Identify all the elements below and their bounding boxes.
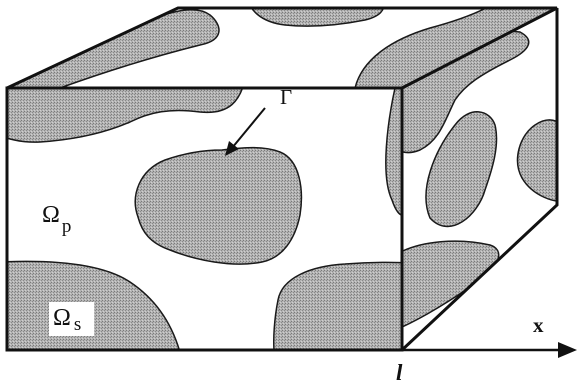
axis-label-x: x xyxy=(533,313,544,337)
length-label: l xyxy=(396,360,403,385)
solid-symbol: Ω xyxy=(53,305,71,331)
grain-center xyxy=(134,146,303,265)
x-axis-arrowhead xyxy=(558,342,577,358)
front-face-grains xyxy=(7,88,402,350)
grain-top-left xyxy=(8,8,220,88)
pore-symbol: Ω xyxy=(42,202,60,228)
solid-subscript: s xyxy=(74,314,81,335)
grain-front-top-left xyxy=(7,88,246,143)
top-face-edge xyxy=(6,6,558,90)
grain-bottom-right xyxy=(273,261,402,350)
interface-pointer-head xyxy=(225,141,239,156)
pore-subscript: p xyxy=(62,216,72,237)
interface-pointer-line xyxy=(231,107,266,149)
grain-top-mid xyxy=(243,8,385,27)
grain-side-mid xyxy=(425,111,498,228)
grain-side-right xyxy=(516,119,557,202)
solid-label-box xyxy=(49,302,94,336)
interface-label: Γ xyxy=(280,85,292,109)
grain-side-bottom xyxy=(402,240,500,332)
side-face-edge xyxy=(400,8,559,352)
